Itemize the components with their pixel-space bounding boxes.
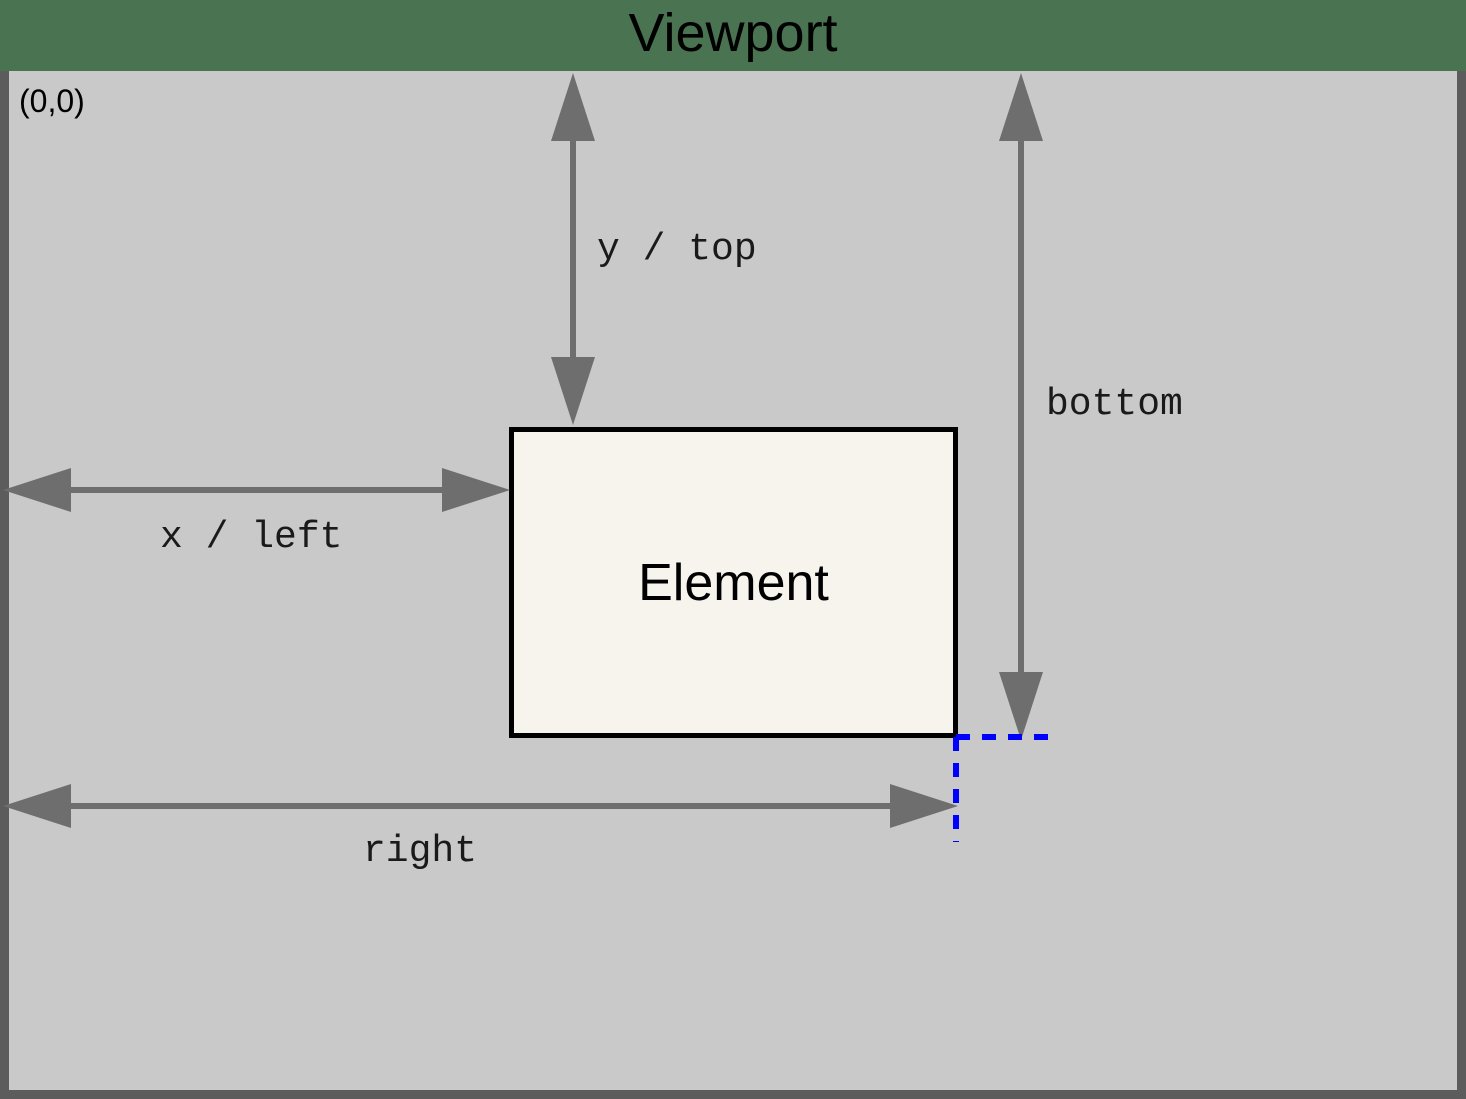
label-bottom: bottom [1046,383,1183,426]
element-box: Element [509,427,958,738]
label-y-top: y / top [597,228,757,271]
element-label: Element [638,553,829,612]
origin-coordinate-label: (0,0) [19,83,85,119]
page-title: Viewport [628,3,838,63]
label-right: right [363,830,478,873]
label-x-left: x / left [160,516,343,559]
viewport-banner: Viewport [0,0,1466,71]
